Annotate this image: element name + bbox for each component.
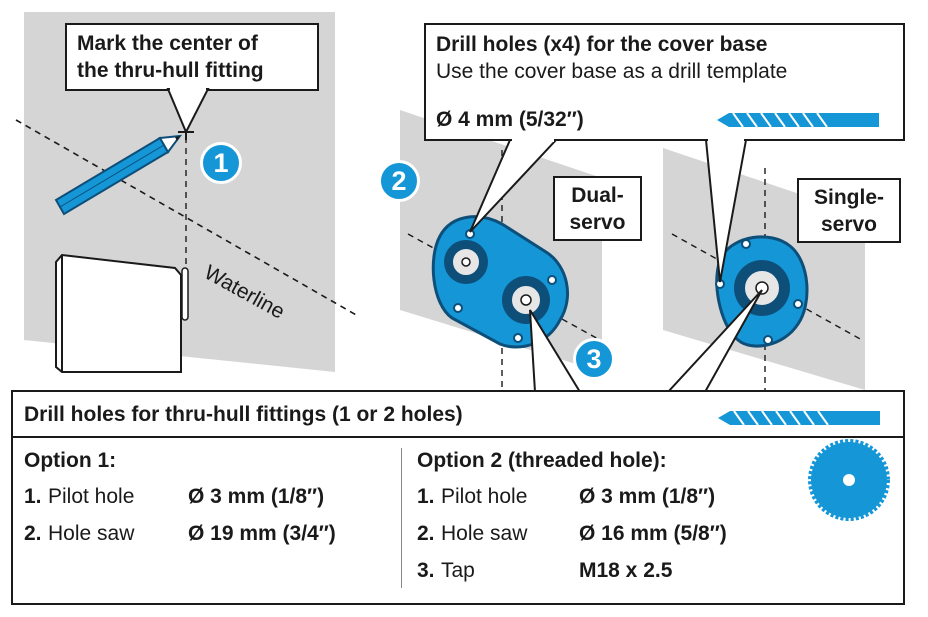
option2-row3-num: 3.: [417, 559, 435, 582]
step3-title-rule: [13, 436, 903, 438]
option1-row2-name: Hole saw: [48, 522, 135, 545]
step3-badge: 3: [573, 338, 615, 380]
step3-title: Drill holes for thru-hull fittings (1 or…: [24, 403, 463, 426]
step2-callout-subtitle: Use the cover base as a drill template: [436, 60, 788, 83]
option2-row2-name: Hole saw: [441, 522, 528, 545]
hole-saw-icon: [808, 439, 890, 521]
step1-callout: Mark the center of the thru-hull fitting: [65, 23, 319, 91]
option-divider: [401, 448, 402, 588]
option1-row2-num: 2.: [24, 522, 42, 545]
step1-callout-line1: Mark the center of: [77, 32, 258, 55]
option2-row1-num: 1.: [417, 485, 435, 508]
step2-badge: 2: [378, 160, 420, 202]
option2-row3-name: Tap: [441, 559, 475, 582]
drill-bit-icon: [718, 410, 880, 426]
hull-panel-1: [15, 12, 359, 373]
step1-callout-line2: the thru-hull fitting: [77, 59, 264, 82]
option1-row1-value: Ø 3 mm (1/8″): [188, 485, 325, 508]
cover-base-single-icon: [715, 235, 809, 348]
option1-row1-num: 1.: [24, 485, 42, 508]
option2-row2-value: Ø 16 mm (5/8″): [579, 522, 727, 545]
option2-row1-name: Pilot hole: [441, 485, 528, 508]
step2-callout-title: Drill holes (x4) for the cover base: [436, 33, 768, 56]
option2-row2-num: 2.: [417, 522, 435, 545]
single-servo-label: Single- servo: [797, 178, 901, 243]
option2-heading: Option 2 (threaded hole):: [417, 449, 667, 472]
drill-bit-icon: [717, 112, 879, 128]
step1-badge: 1: [200, 142, 242, 184]
step3-callout: Drill holes for thru-hull fittings (1 or…: [11, 390, 905, 605]
option1-row1-name: Pilot hole: [48, 485, 135, 508]
option2-row1-value: Ø 3 mm (1/8″): [579, 485, 716, 508]
option1-heading: Option 1:: [24, 449, 117, 472]
dual-servo-label: Dual- servo: [553, 176, 642, 241]
step2-drill-size: Ø 4 mm (5/32″): [436, 108, 584, 131]
pencil-icon: [54, 134, 183, 216]
option1-row2-value: Ø 19 mm (3/4″): [188, 522, 336, 545]
option2-row3-value: M18 x 2.5: [579, 559, 673, 582]
